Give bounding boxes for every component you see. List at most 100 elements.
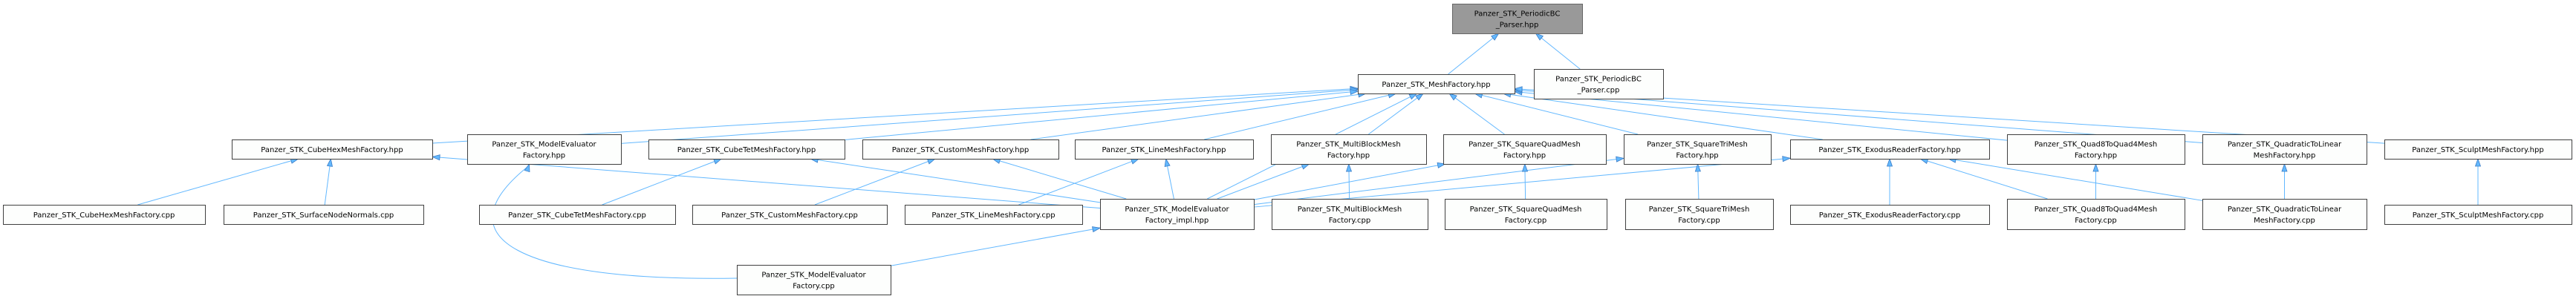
node-label: Panzer_STK_PeriodicBC (1555, 76, 1642, 84)
node-label: Factory.cpp (1505, 217, 1546, 225)
node-cubehex-cpp[interactable]: Panzer_STK_CubeHexMeshFactory.cpp (3, 205, 206, 225)
arrowhead-icon (1164, 157, 1171, 167)
node-label: Panzer_STK_Quad8ToQuad4Mesh (2035, 206, 2158, 214)
node-box (232, 139, 433, 160)
node-box (2384, 205, 2572, 225)
node-label: Panzer_STK_QuadraticToLinear (2228, 141, 2342, 149)
edge-modeleval-cpp-to-modeleval-impl-hpp (890, 227, 1101, 266)
node-box (1452, 4, 1583, 34)
node-box (1358, 74, 1515, 94)
node-cubehex-hpp[interactable]: Panzer_STK_CubeHexMeshFactory.hpp (232, 139, 433, 160)
arrowhead-icon (1301, 163, 1310, 170)
node-label: Panzer_STK_LineMeshFactory.cpp (931, 211, 1055, 220)
node-surfnormals-cpp[interactable]: Panzer_STK_SurfaceNodeNormals.cpp (224, 205, 424, 225)
node-exodus-cpp[interactable]: Panzer_STK_ExodusReaderFactory.cpp (1790, 205, 1990, 225)
edge-squarequad-hpp-to-meshfactory-hpp (1448, 93, 1505, 135)
node-modeleval-impl-hpp[interactable]: Panzer_STK_ModelEvaluatorFactory_impl.hp… (1100, 199, 1255, 230)
arrowhead-icon (1437, 162, 1446, 168)
node-label: Panzer_STK_ModelEvaluator (492, 141, 596, 149)
node-box (1790, 205, 1990, 225)
node-label: Panzer_STK_MultiBlockMesh (1296, 141, 1400, 149)
edge-surfnormals-cpp-to-cubehex-hpp (324, 158, 331, 206)
arrowhead-icon (1782, 156, 1792, 162)
arrowhead-icon (1415, 93, 1425, 101)
edge-custom-cpp-to-custom-hpp (814, 158, 936, 206)
node-cubetet-cpp[interactable]: Panzer_STK_CubeTetMeshFactory.cpp (479, 205, 676, 225)
arrowhead-icon (1616, 156, 1625, 162)
arrowhead-icon (1535, 33, 1544, 41)
node-box (1272, 199, 1428, 230)
node-label: Panzer_STK_SculptMeshFactory.hpp (2412, 146, 2543, 154)
arrowhead-icon (1130, 158, 1140, 165)
node-label: Factory_impl.hpp (1145, 217, 1209, 225)
arrowhead-icon (2474, 157, 2482, 167)
node-box (737, 265, 891, 295)
node-label: Panzer_STK_CubeTetMeshFactory.hpp (677, 146, 816, 154)
node-line-hpp[interactable]: Panzer_STK_LineMeshFactory.hpp (1075, 139, 1254, 160)
node-box (648, 139, 845, 160)
node-label: Panzer_STK_Quad8ToQuad4Mesh (2035, 141, 2158, 149)
node-box (2007, 199, 2185, 230)
node-box (1534, 69, 1664, 99)
node-quadlin-hpp[interactable]: Panzer_STK_QuadraticToLinearMeshFactory.… (2202, 134, 2367, 165)
node-label: Panzer_STK_ExodusReaderFactory.hpp (1818, 146, 1960, 154)
node-label: Factory.hpp (1676, 152, 1718, 160)
node-box (467, 134, 622, 165)
arrowhead-icon (1513, 86, 1523, 93)
node-box (2202, 199, 2367, 230)
node-label: Panzer_STK_SquareTriMesh (1649, 206, 1750, 214)
node-box (3, 205, 206, 225)
node-label: _Parser.hpp (1495, 22, 1539, 30)
node-custom-cpp[interactable]: Panzer_STK_CustomMeshFactory.cpp (692, 205, 888, 225)
arrowhead-icon (2281, 162, 2288, 172)
node-quadlin-cpp[interactable]: Panzer_STK_QuadraticToLinearMeshFactory.… (2202, 199, 2367, 230)
node-label: Panzer_STK_SculptMeshFactory.cpp (2413, 211, 2544, 220)
node-label: Factory.cpp (1329, 217, 1370, 225)
node-label: Factory.cpp (1678, 217, 1720, 225)
edge-modeleval-hpp-to-meshfactory-hpp (620, 89, 1359, 144)
arrowhead-icon (1694, 162, 1701, 172)
edge-quadlin-cpp-to-exodus-hpp (1948, 158, 2203, 201)
edge-modeleval-impl-hpp-to-multiblock-hpp (1217, 163, 1310, 200)
node-custom-hpp[interactable]: Panzer_STK_CustomMeshFactory.hpp (862, 139, 1059, 160)
node-periodic-cpp[interactable]: Panzer_STK_PeriodicBC_Parser.cpp (1534, 69, 1664, 99)
node-box (224, 205, 424, 225)
node-box (1445, 199, 1607, 230)
node-box (479, 205, 676, 225)
node-label: Panzer_STK_PeriodicBC (1474, 10, 1561, 19)
node-label: Panzer_STK_CubeHexMeshFactory.hpp (261, 146, 403, 154)
edge-meshfactory-hpp-to-periodic-hpp (1448, 33, 1500, 75)
edge-cubetet-cpp-to-cubetet-hpp (602, 158, 722, 206)
node-meshfactory-hpp[interactable]: Panzer_STK_MeshFactory.hpp (1358, 74, 1515, 94)
edges (137, 33, 2482, 279)
node-label: Panzer_STK_QuadraticToLinear (2228, 206, 2342, 214)
node-line-cpp[interactable]: Panzer_STK_LineMeshFactory.cpp (905, 205, 1083, 225)
node-label: Panzer_STK_SurfaceNodeNormals.cpp (253, 211, 394, 220)
node-sculpt-hpp[interactable]: Panzer_STK_SculptMeshFactory.hpp (2384, 139, 2572, 160)
node-label: Factory.hpp (523, 152, 565, 160)
arrowhead-icon (1350, 88, 1359, 96)
node-exodus-hpp[interactable]: Panzer_STK_ExodusReaderFactory.hpp (1790, 139, 1990, 160)
node-cubetet-hpp[interactable]: Panzer_STK_CubeTetMeshFactory.hpp (648, 139, 845, 160)
arrowhead-icon (926, 158, 937, 165)
node-label: MeshFactory.hpp (2254, 152, 2316, 160)
edge-cubetet-hpp-to-meshfactory-hpp (844, 91, 1359, 140)
edge-exodus-hpp-to-meshfactory-hpp (1503, 93, 1823, 140)
node-label: Panzer_STK_ModelEvaluator (761, 272, 866, 280)
node-label: Panzer_STK_SquareQuadMesh (1470, 206, 1582, 214)
node-label: Panzer_STK_MeshFactory.hpp (1382, 81, 1490, 89)
node-label: Factory.cpp (793, 283, 834, 291)
edge-line-hpp-to-meshfactory-hpp (1204, 93, 1396, 140)
node-label: Factory.hpp (2075, 152, 2117, 160)
node-sculpt-cpp[interactable]: Panzer_STK_SculptMeshFactory.cpp (2384, 205, 2572, 225)
